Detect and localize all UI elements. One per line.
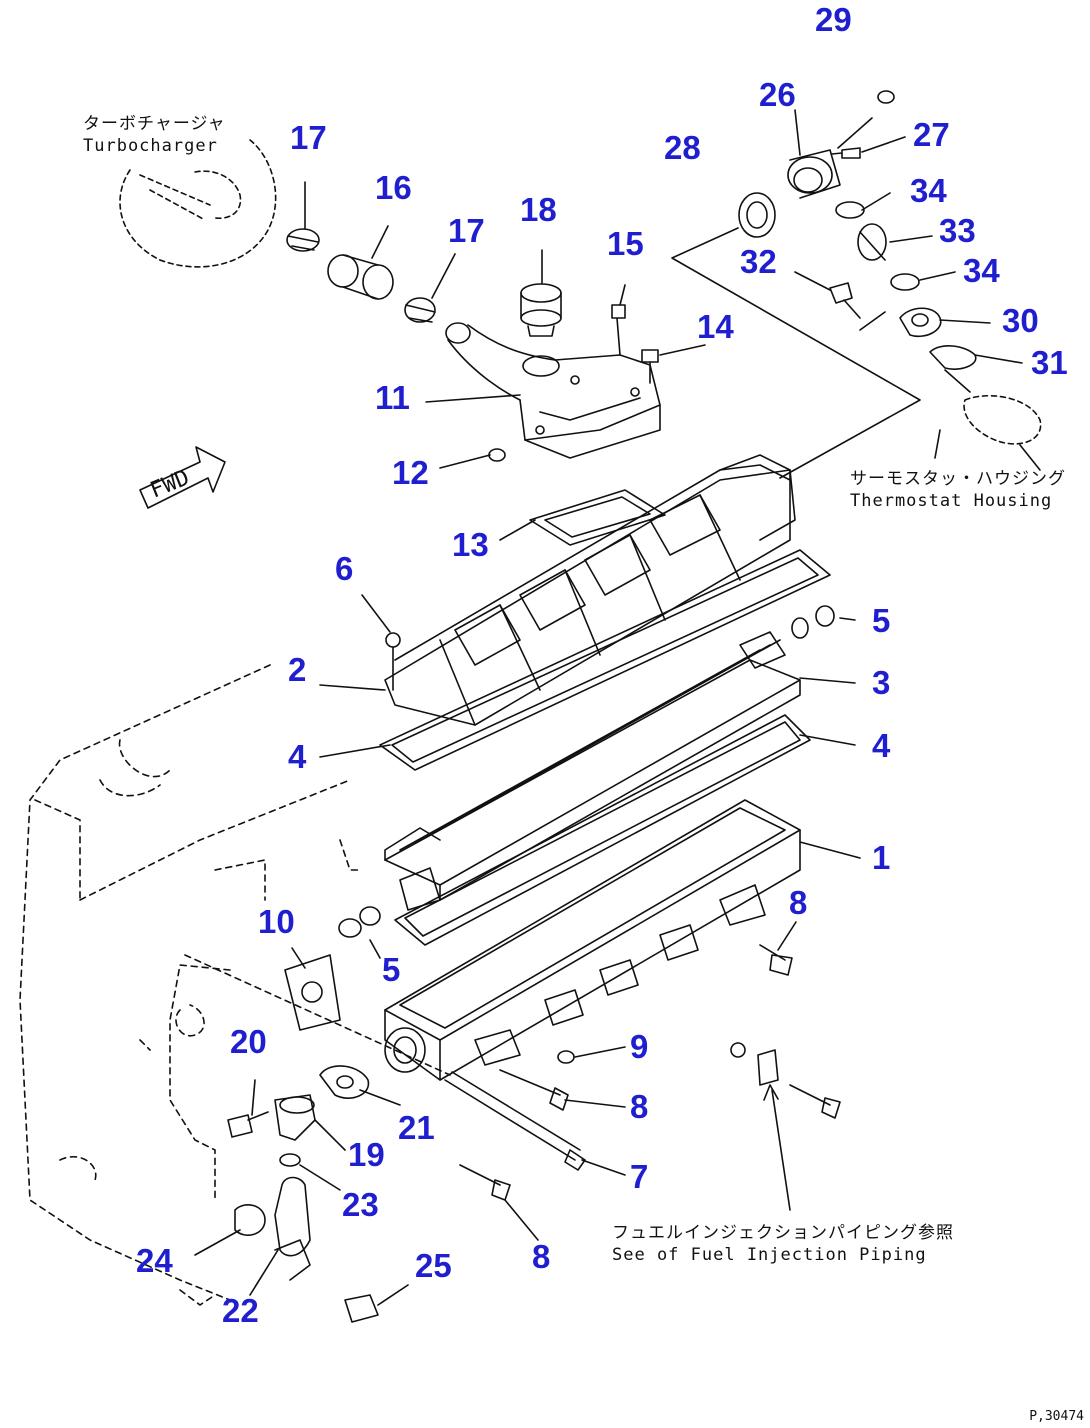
callout-27[interactable]: 27 bbox=[913, 116, 950, 153]
callout-4-right[interactable]: 4 bbox=[872, 727, 891, 764]
callout-23[interactable]: 23 bbox=[342, 1186, 379, 1223]
gasket-4-lower bbox=[394, 714, 811, 946]
thermo-leaders bbox=[671, 227, 1041, 479]
callout-22[interactable]: 22 bbox=[222, 1292, 259, 1329]
oring-5-lower-a bbox=[338, 918, 362, 938]
callout-6[interactable]: 6 bbox=[335, 550, 354, 587]
thermostat-note-en: Thermostat Housing bbox=[850, 491, 1053, 511]
callout-34-lower[interactable]: 34 bbox=[963, 252, 1000, 289]
callout-34-upper[interactable]: 34 bbox=[910, 172, 947, 209]
bolt-8-right bbox=[759, 944, 793, 976]
callout-1[interactable]: 1 bbox=[872, 839, 891, 876]
callout-19[interactable]: 19 bbox=[348, 1136, 385, 1173]
turbocharger-outline bbox=[119, 139, 277, 268]
callout-25[interactable]: 25 bbox=[415, 1247, 452, 1284]
cooler-element-3 bbox=[384, 631, 801, 911]
cover-2 bbox=[384, 454, 796, 726]
callout-26[interactable]: 26 bbox=[759, 76, 796, 113]
callout-33[interactable]: 33 bbox=[939, 212, 976, 249]
bolt-14 bbox=[641, 349, 659, 384]
spacer bbox=[730, 1042, 746, 1058]
gasket-4-upper bbox=[379, 549, 831, 771]
fuel-injection-note-jp: フュエルインジェクションパイピング参照 bbox=[612, 1223, 954, 1243]
callout-24[interactable]: 24 bbox=[136, 1242, 173, 1279]
clamp-17-right bbox=[404, 297, 436, 323]
oring-5-upper-a bbox=[791, 617, 809, 639]
turbocharger-note: ターボチャージャ Turbocharger bbox=[83, 113, 226, 157]
callout-10[interactable]: 10 bbox=[258, 903, 295, 940]
thermostat-note-jp: サーモスタッ・ハウジング bbox=[850, 469, 1066, 489]
leader-lines bbox=[194, 109, 1023, 1306]
arrow-fuel bbox=[763, 1084, 791, 1211]
pipe-7 bbox=[444, 1071, 586, 1171]
callout-8-right[interactable]: 8 bbox=[789, 884, 808, 921]
engine-block-outline bbox=[19, 664, 451, 1306]
callout-5-upper[interactable]: 5 bbox=[872, 602, 891, 639]
callout-12[interactable]: 12 bbox=[392, 454, 429, 491]
connector-11 bbox=[445, 322, 661, 459]
gasket-13 bbox=[529, 489, 666, 546]
callout-29[interactable]: 29 bbox=[815, 1, 852, 38]
callout-18[interactable]: 18 bbox=[520, 191, 557, 228]
turbocharger-note-jp: ターボチャージャ bbox=[83, 114, 226, 134]
cap-18 bbox=[520, 283, 562, 337]
washer-9 bbox=[557, 1050, 575, 1064]
turbocharger-note-en: Turbocharger bbox=[83, 136, 218, 156]
callout-15[interactable]: 15 bbox=[607, 225, 644, 262]
figure-id: P,30474 bbox=[1029, 1409, 1084, 1424]
cooler-case-1 bbox=[384, 799, 801, 1081]
callout-13[interactable]: 13 bbox=[452, 526, 489, 563]
fwd-arrow bbox=[139, 446, 226, 509]
callout-21[interactable]: 21 bbox=[398, 1109, 435, 1146]
oring-5-upper-b bbox=[815, 605, 835, 627]
bolt-15 bbox=[611, 304, 626, 356]
callout-16[interactable]: 16 bbox=[375, 169, 412, 206]
callout-32[interactable]: 32 bbox=[740, 243, 777, 280]
hose-16 bbox=[327, 254, 394, 300]
callout-7[interactable]: 7 bbox=[630, 1158, 649, 1195]
callout-31[interactable]: 31 bbox=[1031, 344, 1068, 381]
callout-5-lower[interactable]: 5 bbox=[382, 951, 401, 988]
callout-8-lower[interactable]: 8 bbox=[532, 1238, 551, 1275]
callout-2[interactable]: 2 bbox=[288, 651, 307, 688]
callout-9[interactable]: 9 bbox=[630, 1028, 649, 1065]
callout-17-right[interactable]: 17 bbox=[448, 212, 485, 249]
callout-11[interactable]: 11 bbox=[375, 379, 410, 416]
callout-14[interactable]: 14 bbox=[697, 308, 734, 345]
callout-17-left[interactable]: 17 bbox=[290, 119, 327, 156]
callout-4-left[interactable]: 4 bbox=[288, 738, 307, 775]
thermostat-note: サーモスタッ・ハウジング Thermostat Housing bbox=[850, 468, 1066, 512]
bolt-clamp bbox=[789, 1084, 841, 1119]
plug-12 bbox=[488, 448, 506, 462]
callout-20[interactable]: 20 bbox=[230, 1023, 267, 1060]
bolt-8-mid bbox=[499, 1069, 569, 1111]
bolt-8-lower bbox=[459, 1164, 511, 1201]
fuel-injection-note: フュエルインジェクションパイピング参照 See of Fuel Injectio… bbox=[612, 1222, 954, 1266]
callout-28[interactable]: 28 bbox=[664, 129, 701, 166]
elbow-parts bbox=[227, 954, 379, 1323]
clamp-17-left bbox=[286, 228, 320, 252]
callout-30[interactable]: 30 bbox=[1002, 302, 1039, 339]
bracket bbox=[757, 1049, 779, 1086]
callout-8-mid[interactable]: 8 bbox=[630, 1088, 649, 1125]
callout-3[interactable]: 3 bbox=[872, 664, 891, 701]
oring-5-lower-b bbox=[359, 906, 381, 926]
fuel-injection-note-en: See of Fuel Injection Piping bbox=[612, 1245, 927, 1265]
thermostat-housing-outline bbox=[963, 394, 1042, 445]
